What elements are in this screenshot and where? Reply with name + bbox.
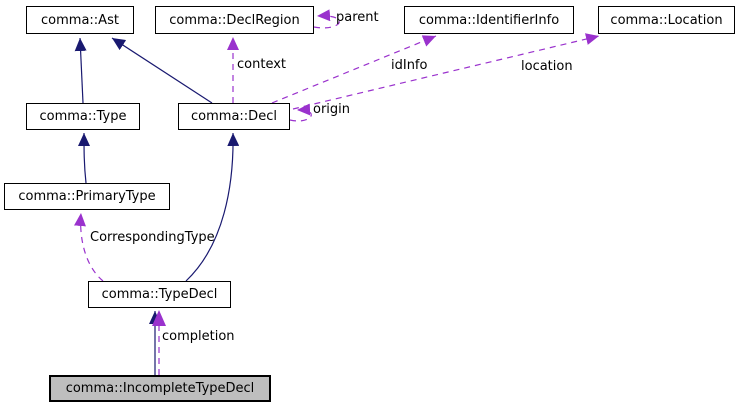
node-comma-primarytype[interactable]: comma::PrimaryType xyxy=(4,183,170,210)
edge-label-parent: parent xyxy=(336,10,379,25)
edge-type-to-ast xyxy=(74,37,87,104)
node-comma-declregion[interactable]: comma::DeclRegion xyxy=(155,6,314,34)
node-comma-ast[interactable]: comma::Ast xyxy=(26,6,134,34)
node-comma-decl[interactable]: comma::Decl xyxy=(178,103,290,130)
edge-primarytype-to-type xyxy=(78,132,91,184)
edge-label-completion: completion xyxy=(162,329,235,344)
node-comma-typedecl[interactable]: comma::TypeDecl xyxy=(88,281,231,308)
edge-label-idinfo: idInfo xyxy=(391,58,428,73)
node-comma-identifierinfo[interactable]: comma::IdentifierInfo xyxy=(404,6,574,34)
node-comma-location[interactable]: comma::Location xyxy=(598,6,735,34)
edge-decl-to-ast xyxy=(111,37,213,104)
edge-correspondingtype xyxy=(73,212,104,282)
edge-label-location: location xyxy=(521,59,573,74)
edge-label-correspondingtype: CorrespondingType xyxy=(90,230,215,245)
node-comma-type[interactable]: comma::Type xyxy=(26,103,140,130)
node-comma-incompletetypedecl[interactable]: comma::IncompleteTypeDecl xyxy=(49,375,271,402)
edge-parent-self-loop xyxy=(313,9,340,29)
edge-label-context: context xyxy=(237,57,286,72)
edge-label-origin: origin xyxy=(313,102,351,117)
edge-typedecl-to-decl xyxy=(185,132,240,282)
edge-location xyxy=(292,33,600,110)
edge-idinfo xyxy=(271,35,437,104)
edge-origin-self-loop xyxy=(289,103,312,122)
